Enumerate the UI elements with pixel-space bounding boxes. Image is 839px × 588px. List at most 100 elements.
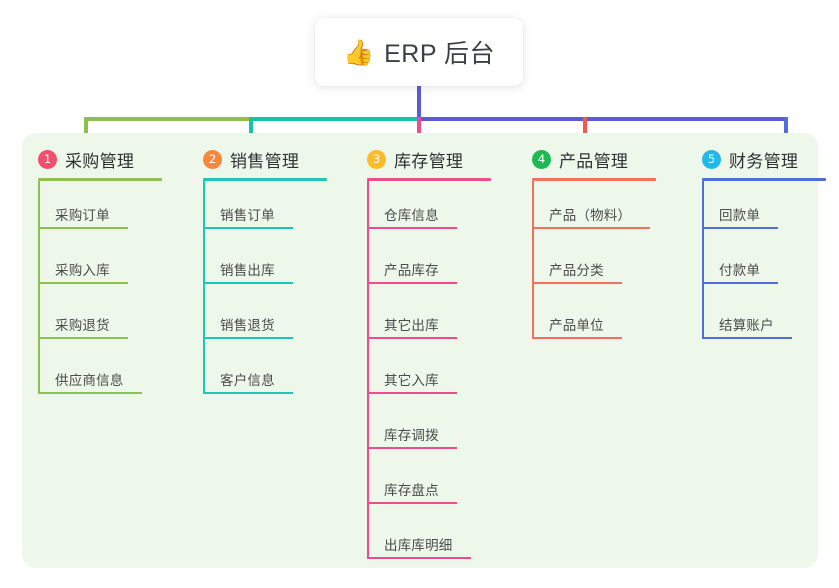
column-title-5: 财务管理 [729,151,799,171]
leaf-item[interactable]: 销售出库 [187,236,347,291]
leaf-item[interactable]: 客户信息 [187,346,347,401]
column-2: 2 销售管理销售订单销售出库销售退货客户信息 [187,142,347,401]
column-header-4[interactable]: 4 产品管理 [516,142,686,176]
column-items-3: 仓库信息产品库存其它出库其它入库库存调拨库存盘点出库库明细 [351,181,521,566]
column-title-4: 产品管理 [559,151,629,171]
leaf-item-rule [367,502,457,504]
leaf-item-rule [367,227,457,229]
leaf-item[interactable]: 采购退货 [22,291,182,346]
leaf-item-label: 其它入库 [384,373,439,388]
column-badge-4: 4 [532,149,551,169]
leaf-item-label: 产品单位 [549,318,604,333]
column-spine-5 [702,181,704,339]
leaf-item-label: 结算账户 [719,318,774,333]
leaf-item-rule [38,282,128,284]
column-1: 1 采购管理采购订单采购入库采购退货供应商信息 [22,142,182,401]
column-header-2[interactable]: 2 销售管理 [187,142,347,176]
leaf-item-label: 销售退货 [220,318,275,333]
leaf-item-rule [532,227,650,229]
leaf-item-label: 仓库信息 [384,208,439,223]
leaf-item[interactable]: 采购入库 [22,236,182,291]
column-spine-3 [367,181,369,559]
leaf-item-rule [203,227,293,229]
leaf-item-rule [367,337,457,339]
column-title-2: 销售管理 [230,151,300,171]
leaf-item-label: 供应商信息 [55,373,124,388]
column-badge-5: 5 [702,149,721,169]
leaf-item[interactable]: 库存盘点 [351,456,521,511]
leaf-item-label: 销售订单 [220,208,275,223]
column-rule-3 [367,178,491,181]
leaf-item-rule [367,392,457,394]
leaf-item-rule [702,282,778,284]
leaf-item[interactable]: 销售订单 [187,181,347,236]
leaf-item-rule [38,337,128,339]
leaf-item[interactable]: 供应商信息 [22,346,182,401]
leaf-item[interactable]: 出库库明细 [351,511,521,566]
leaf-item-rule [367,447,457,449]
column-badge-1: 1 [38,149,57,169]
leaf-item-label: 库存调拨 [384,428,439,443]
thumbs-up-icon: 👍 [342,38,375,67]
leaf-item[interactable]: 结算账户 [686,291,839,346]
leaf-item-rule [532,337,622,339]
leaf-item-label: 采购退货 [55,318,110,333]
column-header-5[interactable]: 5 财务管理 [686,142,839,176]
leaf-item-rule [702,227,778,229]
leaf-item-label: 其它出库 [384,318,439,333]
leaf-item[interactable]: 回款单 [686,181,839,236]
column-title-1: 采购管理 [65,151,135,171]
root-node-title: ERP 后台 [384,40,496,68]
leaf-item[interactable]: 其它出库 [351,291,521,346]
leaf-item-label: 出库库明细 [384,538,453,553]
leaf-item-rule [203,337,293,339]
leaf-item-rule [702,337,792,339]
leaf-item[interactable]: 库存调拨 [351,401,521,456]
leaf-item[interactable]: 产品（物料） [516,181,686,236]
column-title-3: 库存管理 [394,151,464,171]
column-header-1[interactable]: 1 采购管理 [22,142,182,176]
leaf-item-rule [38,392,142,394]
leaf-item-label: 采购订单 [55,208,110,223]
column-items-4: 产品（物料） 产品分类产品单位 [516,181,686,346]
column-rule-5 [702,178,826,181]
leaf-item-rule [532,282,622,284]
leaf-item-label: 产品库存 [384,263,439,278]
leaf-item-label: 回款单 [719,208,761,223]
leaf-item-label: 付款单 [719,263,761,278]
leaf-item-rule [203,282,293,284]
leaf-item[interactable]: 其它入库 [351,346,521,401]
column-spine-2 [203,181,205,394]
leaf-item-label: 产品（物料） [549,208,632,223]
leaf-item[interactable]: 仓库信息 [351,181,521,236]
column-5: 5 财务管理回款单付款单结算账户 [686,142,839,346]
leaf-item-label: 客户信息 [220,373,275,388]
leaf-item-rule [367,557,471,559]
column-rule-2 [203,178,327,181]
leaf-item-label: 采购入库 [55,263,110,278]
leaf-item[interactable]: 采购订单 [22,181,182,236]
leaf-item-rule [367,282,457,284]
root-node-card[interactable]: 👍 ERP 后台 [315,18,523,86]
diagram-panel: 1 采购管理采购订单采购入库采购退货供应商信息 2 销售管理销售订单销售出库销售退货客… [22,133,826,568]
leaf-item[interactable]: 销售退货 [187,291,347,346]
leaf-item[interactable]: 产品分类 [516,236,686,291]
leaf-item-label: 销售出库 [220,263,275,278]
column-badge-2: 2 [203,149,222,169]
leaf-item-rule [203,392,293,394]
column-spine-4 [532,181,534,339]
column-items-2: 销售订单销售出库销售退货客户信息 [187,181,347,401]
leaf-item[interactable]: 产品单位 [516,291,686,346]
leaf-item[interactable]: 付款单 [686,236,839,291]
leaf-item-label: 库存盘点 [384,483,439,498]
column-rule-4 [532,178,656,181]
column-items-5: 回款单付款单结算账户 [686,181,839,346]
leaf-item[interactable]: 产品库存 [351,236,521,291]
column-spine-1 [38,181,40,394]
column-items-1: 采购订单采购入库采购退货供应商信息 [22,181,182,401]
leaf-item-label: 产品分类 [549,263,604,278]
column-rule-1 [38,178,162,181]
leaf-item-rule [38,227,128,229]
